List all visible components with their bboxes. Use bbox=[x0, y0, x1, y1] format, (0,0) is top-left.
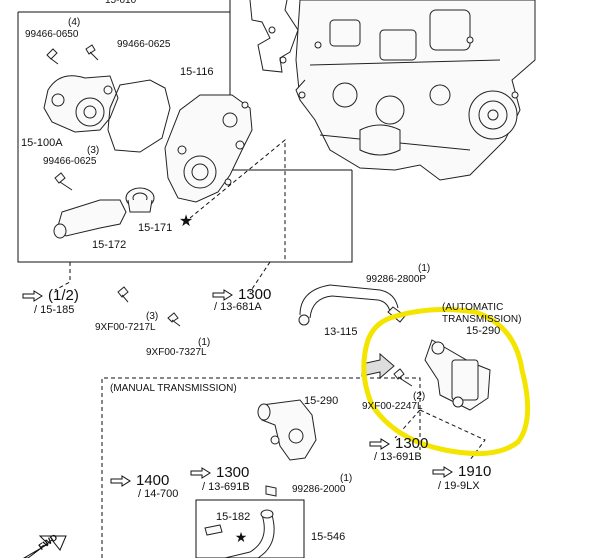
pump-bolts bbox=[46, 44, 99, 191]
manual-trans-box bbox=[101, 377, 421, 558]
ref-185-text[interactable]: / 15-185 bbox=[34, 304, 75, 316]
star-marker-1: ★ bbox=[179, 211, 193, 230]
star-marker-2: ★ bbox=[235, 530, 248, 546]
label-qty-2: (2) bbox=[413, 391, 426, 402]
label-qty-3b: (3) bbox=[146, 311, 159, 322]
ref-12-text: (1/2) bbox=[48, 287, 79, 304]
manual-pipe-290 bbox=[257, 399, 317, 461]
ref-1910-text: 1910 bbox=[458, 463, 492, 480]
ref-9lx-text[interactable]: / 19-9LX bbox=[438, 480, 480, 492]
label-part-290a: 15-290 bbox=[466, 325, 501, 337]
label-hose-115: 13-115 bbox=[324, 326, 358, 338]
label-thermostat-171: 15-171 bbox=[138, 222, 173, 234]
label-part-546: 15-546 bbox=[311, 531, 346, 543]
ref-link-1300c[interactable]: 1300 bbox=[190, 465, 249, 480]
leader-pump-housing bbox=[189, 138, 286, 262]
leader-ref-185 bbox=[54, 262, 71, 291]
hose-115 bbox=[298, 284, 399, 326]
clamp-2000 bbox=[265, 485, 277, 497]
engine-gasket bbox=[249, 0, 299, 73]
ref-691b-text[interactable]: / 13-691B bbox=[374, 451, 422, 463]
thermostat bbox=[125, 187, 155, 213]
ref-link-1300a[interactable]: 1300 bbox=[212, 287, 271, 302]
ref-1300a-text: 1300 bbox=[238, 286, 272, 303]
label-auto-trans-1: (AUTOMATIC bbox=[442, 302, 504, 313]
label-part-182: 15-182 bbox=[216, 511, 251, 523]
label-part-290b: 15-290 bbox=[304, 395, 339, 407]
pump-gasket bbox=[107, 79, 171, 153]
label-bolt-7327: 9XF00-7327L bbox=[146, 347, 207, 358]
ref-1300c-text: 1300 bbox=[216, 464, 250, 481]
hand-pointer-icon bbox=[369, 437, 390, 450]
bolts-mid bbox=[117, 286, 181, 327]
ref-link-1300b[interactable]: 1300 bbox=[369, 436, 428, 451]
label-pump-100a: 15-100A bbox=[21, 137, 63, 149]
ref-link-1400[interactable]: 1400 bbox=[110, 473, 169, 488]
ref-691b-2-text[interactable]: / 13-691B bbox=[202, 481, 250, 493]
ref-700-text[interactable]: / 14-700 bbox=[138, 488, 179, 500]
ref-link-1910[interactable]: 1910 bbox=[432, 464, 491, 479]
label-qty-3a: (3) bbox=[87, 145, 100, 156]
water-pump bbox=[43, 75, 119, 133]
label-qty-1b: (1) bbox=[418, 263, 431, 274]
ref-link-12[interactable]: (1/2) bbox=[22, 288, 79, 303]
hand-pointer-icon bbox=[190, 466, 211, 479]
label-pipe-172: 15-172 bbox=[92, 239, 127, 251]
label-manual-trans: (MANUAL TRANSMISSION) bbox=[110, 383, 237, 394]
label-bolt-0650: 99466-0650 bbox=[25, 29, 79, 40]
hand-pointer-icon bbox=[22, 289, 43, 302]
label-clamp-2800: 99286-2800P bbox=[366, 274, 427, 285]
hand-pointer-icon bbox=[212, 288, 233, 301]
label-top-cut: 15-010 bbox=[105, 0, 137, 6]
hand-pointer-icon bbox=[110, 474, 131, 487]
ref-1400-text: 1400 bbox=[136, 472, 170, 489]
group-box-frame bbox=[17, 12, 353, 263]
label-clamp-2000: 99286-2000 bbox=[292, 484, 346, 495]
leader-ref-681a bbox=[249, 261, 271, 293]
label-auto-trans-2: TRANSMISSION) bbox=[442, 314, 522, 325]
label-bolt-0625: 99466-0625 bbox=[117, 39, 171, 50]
label-qty-1a: (1) bbox=[198, 337, 211, 348]
label-bolt-2247: 9XF00-2247L bbox=[362, 401, 423, 412]
ref-681a-text[interactable]: / 13-681A bbox=[214, 301, 262, 313]
hand-pointer-icon bbox=[432, 465, 453, 478]
highlight-circle bbox=[361, 307, 531, 457]
engine-block bbox=[295, 0, 536, 181]
label-bolt-0625b: 99466-0625 bbox=[43, 156, 97, 167]
label-qty-4: (4) bbox=[68, 17, 81, 28]
part-546-box bbox=[195, 499, 305, 558]
pump-housing bbox=[164, 94, 253, 203]
fwd-arrow bbox=[23, 535, 67, 558]
hose-546 bbox=[204, 509, 275, 558]
ref-1300b-text: 1300 bbox=[395, 435, 429, 452]
label-gasket-116: 15-116 bbox=[180, 66, 214, 78]
pipe-172 bbox=[53, 199, 127, 239]
auto-pipe-290 bbox=[424, 339, 491, 411]
bolt-2247 bbox=[393, 368, 413, 387]
label-bolt-7217: 9XF00-7217L bbox=[95, 322, 156, 333]
label-qty-1c: (1) bbox=[340, 473, 353, 484]
leader-1910 bbox=[419, 409, 486, 461]
